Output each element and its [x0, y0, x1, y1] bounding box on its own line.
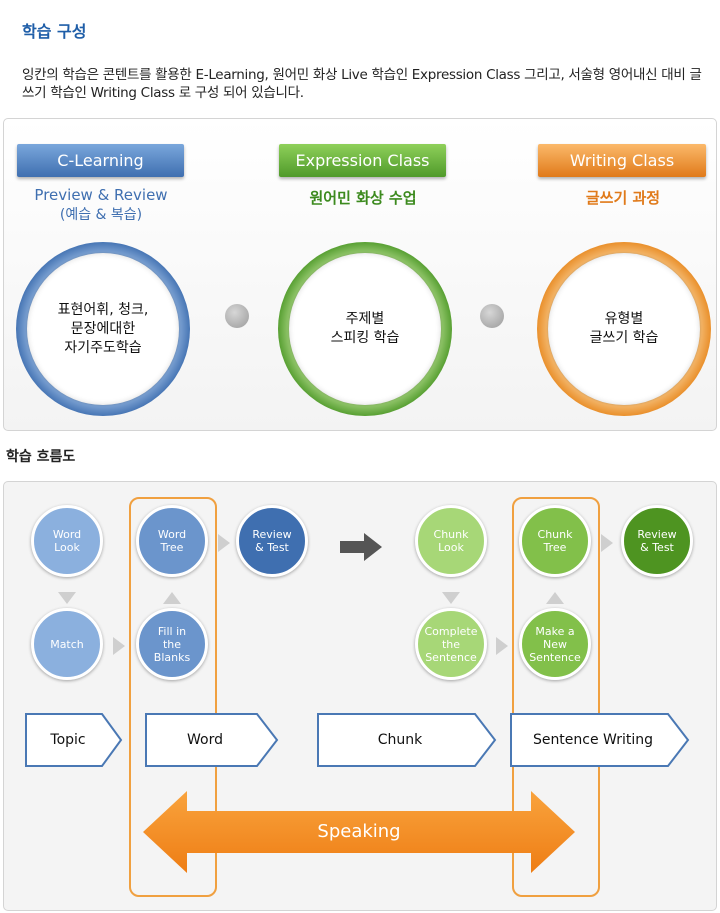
writing-class-subtitle: 글쓰기 과정	[585, 189, 661, 207]
node-label: Sentence	[425, 650, 477, 664]
c-learning-subtitle-ko: (예습 & 복습)	[59, 207, 143, 223]
node-label: Word	[157, 528, 187, 541]
c-learning-circle: 표현어휘, 청크, 문장에대한 자기주도학습	[16, 242, 190, 416]
node-label: Review	[637, 528, 677, 541]
circle-text-line: 표현어휘, 청크,	[57, 301, 149, 318]
circle-text-line: 스피킹 학습	[330, 330, 400, 346]
node-label: Fill in	[157, 624, 187, 638]
circle-text-line: 자기주도학습	[64, 339, 142, 356]
node-label: Tree	[543, 541, 567, 554]
node-label: Match	[50, 637, 84, 651]
node-label: & Test	[255, 541, 289, 554]
word-highlight-box	[129, 497, 217, 897]
circle-text-line: 문장에대한	[70, 320, 136, 337]
intro-text: 잉칸의 학습은 콘텐트를 활용한 E-Learning, 원어민 화상 Live…	[22, 67, 702, 101]
stage-topic: Topic	[25, 713, 123, 767]
match-node[interactable]: Match	[31, 608, 103, 680]
stage-sentence-writing: Sentence Writing	[510, 713, 690, 767]
expression-class-subtitle: 원어민 화상 수업	[309, 189, 417, 207]
node-label: Complete	[424, 624, 478, 638]
node-label: the	[162, 637, 182, 651]
node-label: Chunk	[537, 528, 573, 541]
arrow-right-icon	[113, 637, 125, 655]
arrow-up-icon	[546, 592, 564, 604]
arrow-right-icon	[218, 534, 230, 552]
expression-class-button[interactable]: Expression Class	[279, 144, 446, 177]
node-label: Review	[252, 528, 292, 541]
c-learning-button[interactable]: C-Learning	[17, 144, 184, 177]
flow-title: 학습 흐름도	[6, 449, 76, 465]
node-label: Blanks	[153, 650, 191, 664]
sentence-highlight-box	[512, 497, 600, 897]
circle-text-line: 주제별	[345, 311, 385, 327]
node-label: & Test	[640, 541, 674, 554]
stage-label: Topic	[50, 732, 86, 748]
expression-class-circle: 주제별 스피킹 학습	[278, 242, 452, 416]
stage-label: Sentence Writing	[532, 732, 654, 748]
arrow-down-icon	[58, 592, 76, 604]
speaking-label: Speaking	[317, 821, 401, 842]
big-arrow-right-icon	[340, 533, 382, 561]
arrow-right-icon	[496, 637, 508, 655]
node-label: Make a New	[535, 624, 575, 651]
review-test-node[interactable]: Review& Test	[236, 505, 308, 577]
node-label: the	[441, 637, 461, 651]
connector-dot	[480, 304, 504, 328]
circle-text-line: 글쓰기 학습	[589, 330, 659, 346]
circle-text-line: 유형별	[604, 311, 644, 327]
speaking-arrow	[143, 791, 575, 873]
node-label: Tree	[160, 541, 184, 554]
node-label: Sentence	[529, 650, 581, 664]
stage-chunk: Chunk	[317, 713, 497, 767]
page-title: 학습 구성	[22, 22, 87, 41]
arrow-up-icon	[163, 592, 181, 604]
writing-class-circle: 유형별 글쓰기 학습	[537, 242, 711, 416]
arrow-down-icon	[442, 592, 460, 604]
node-label: Look	[54, 541, 80, 554]
stage-label: Word	[187, 732, 223, 748]
node-label: Look	[438, 541, 464, 554]
stage-label: Chunk	[377, 732, 423, 748]
writing-class-button[interactable]: Writing Class	[538, 144, 706, 177]
connector-dot	[225, 304, 249, 328]
node-label: Word	[52, 528, 82, 541]
review-test-node-2[interactable]: Review& Test	[621, 505, 693, 577]
node-label: Chunk	[433, 528, 469, 541]
stage-word: Word	[145, 713, 279, 767]
c-learning-subtitle: Preview & Review	[34, 186, 168, 204]
arrow-right-icon	[601, 534, 613, 552]
